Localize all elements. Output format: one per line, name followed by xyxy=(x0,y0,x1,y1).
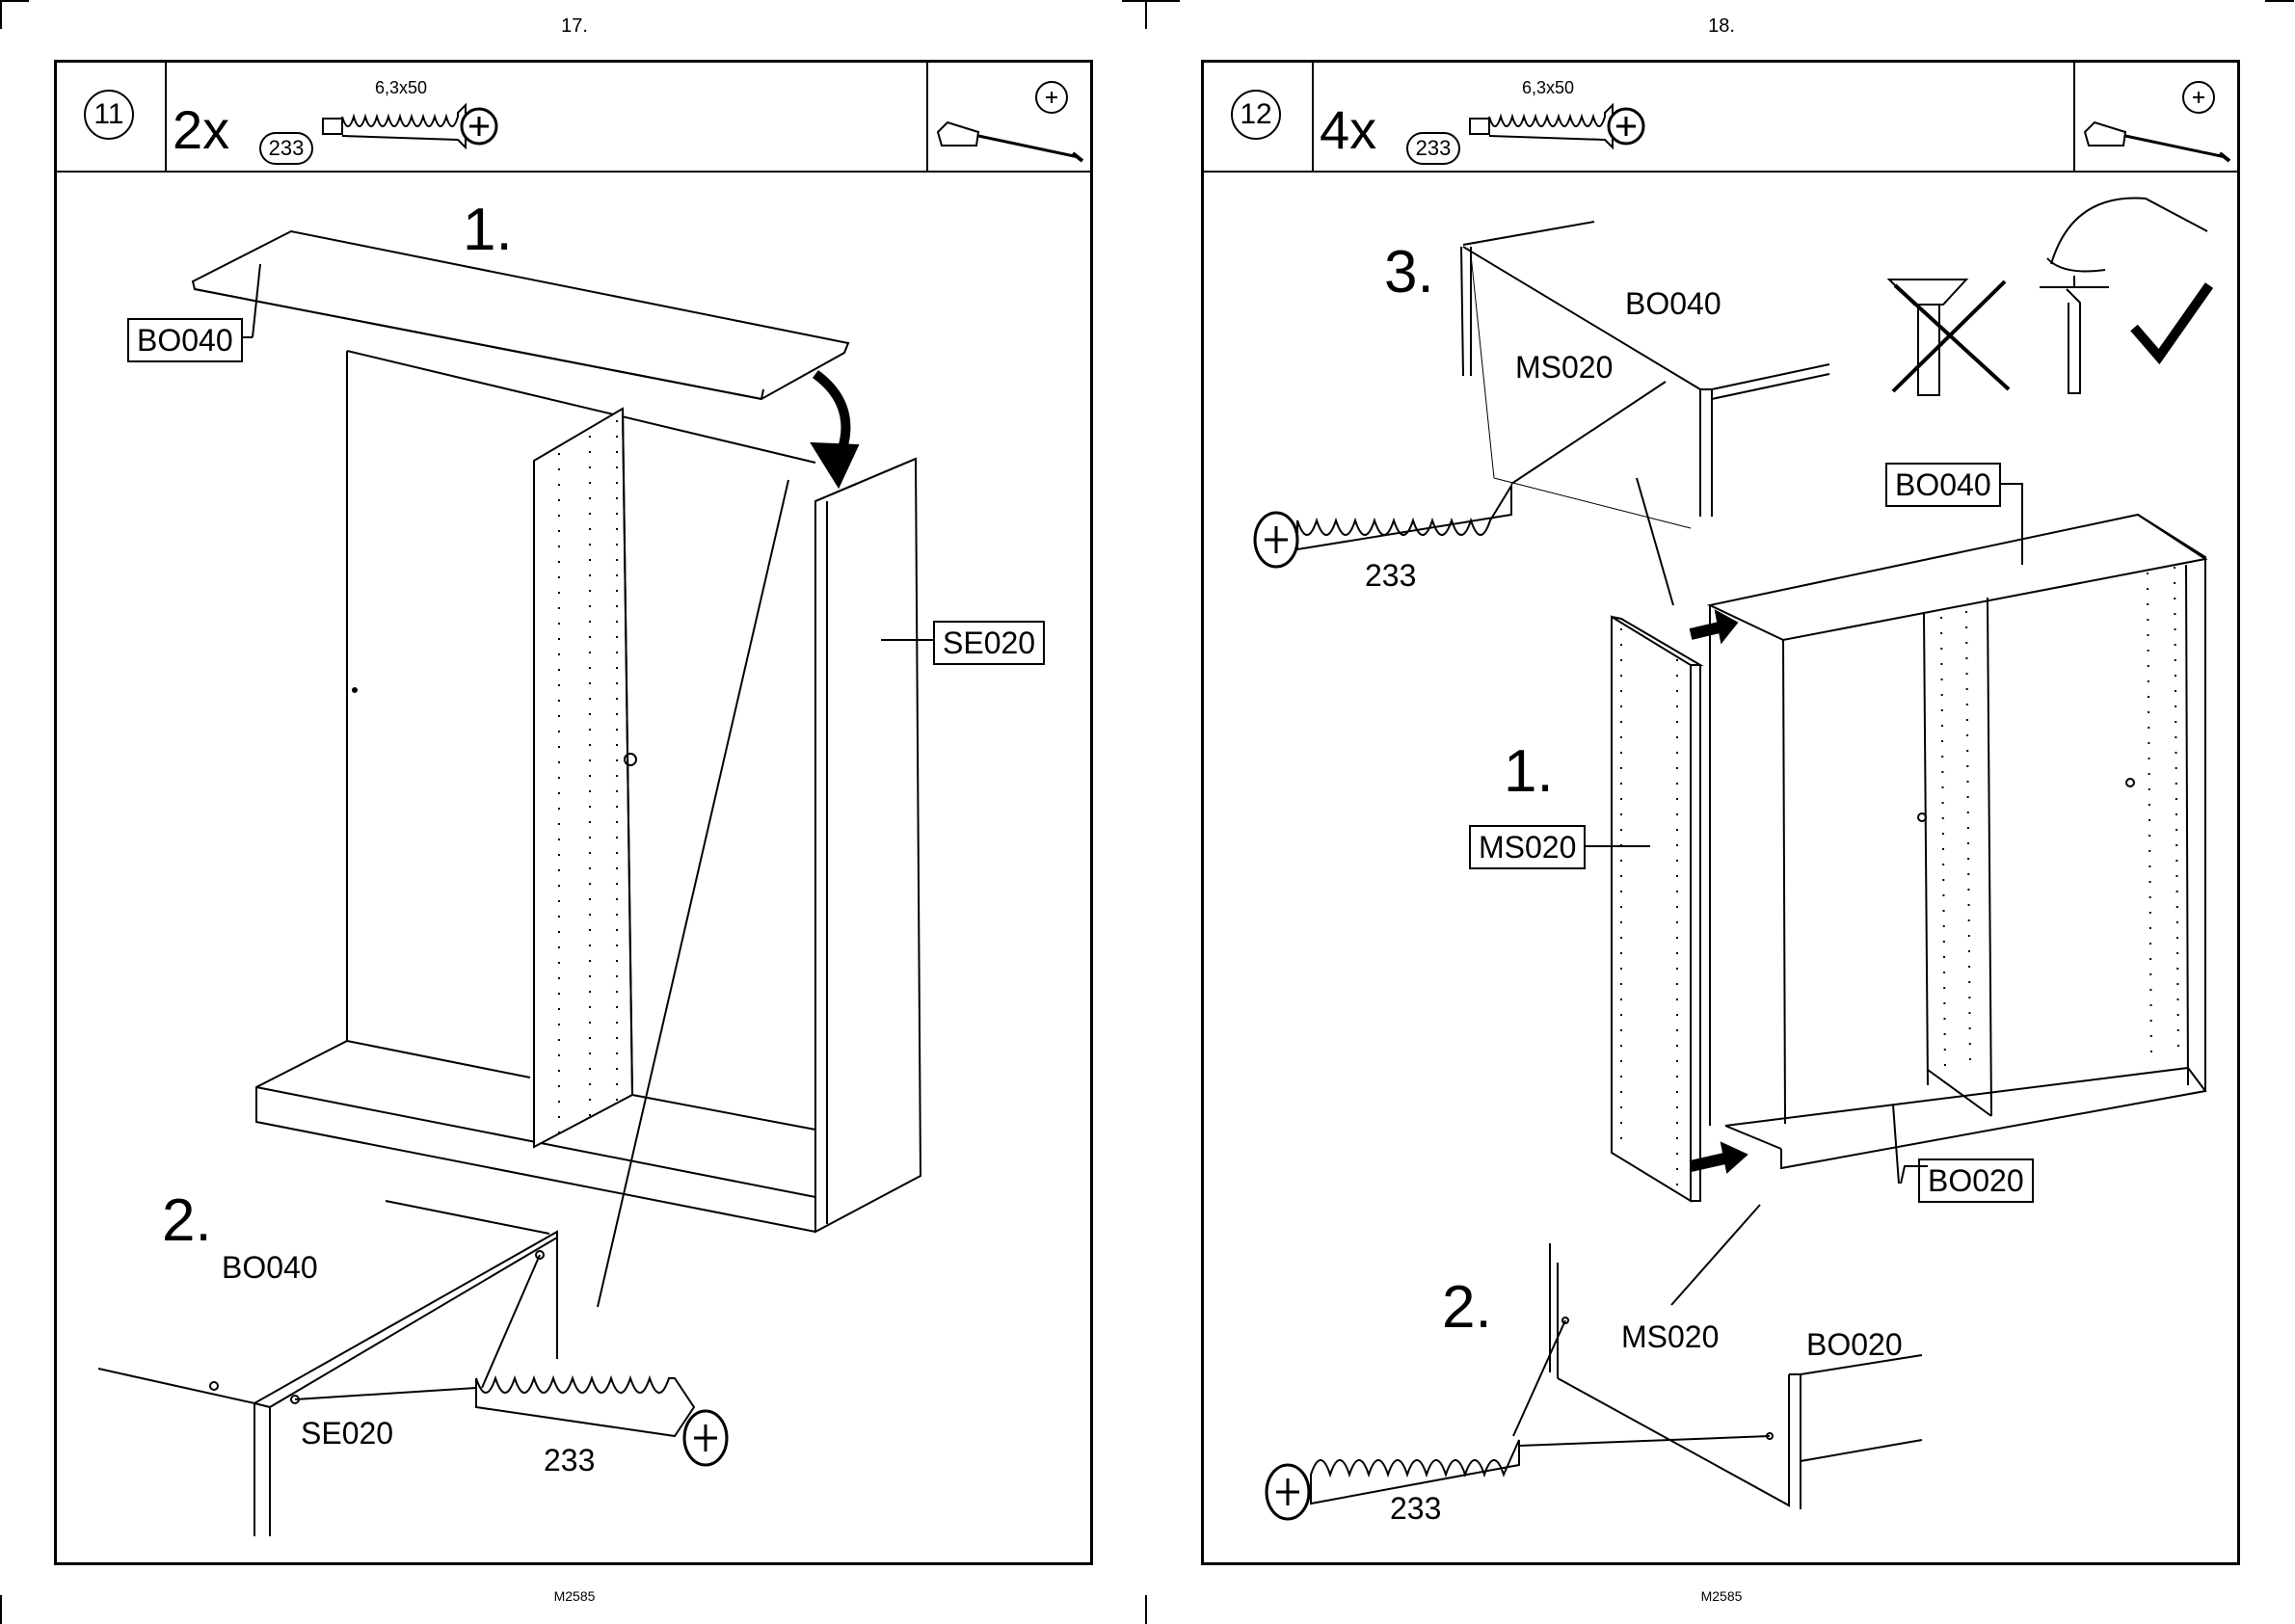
label-leaders xyxy=(0,0,2295,1624)
